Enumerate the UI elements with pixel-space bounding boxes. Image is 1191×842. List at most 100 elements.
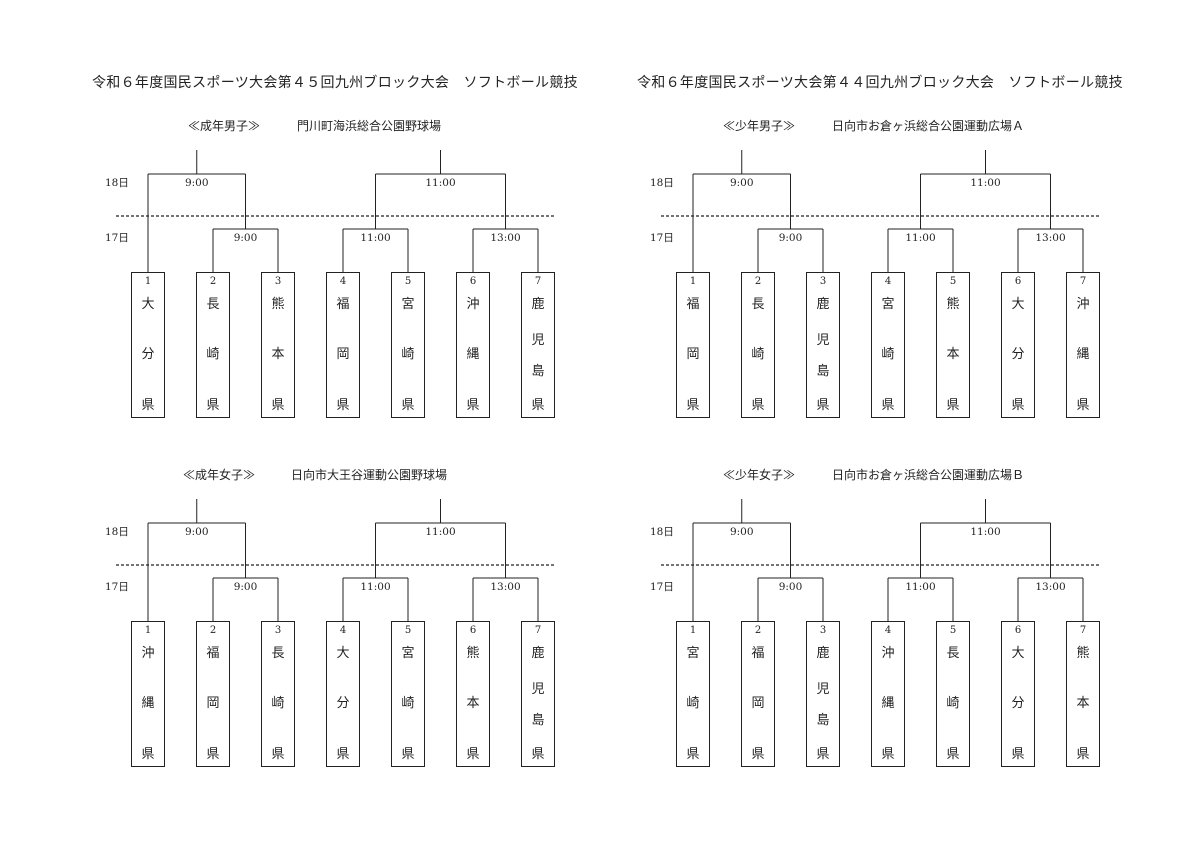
- team-name-char: 長: [946, 646, 960, 661]
- team-name-char: 県: [686, 747, 700, 762]
- seinen-danshi-r1-time-r1a: 9:00: [234, 232, 258, 244]
- shonen-joshi-r1-time-r1c: 13:00: [1035, 581, 1065, 593]
- team-name-char: 縄: [141, 696, 155, 711]
- team-name-char: 沖: [466, 297, 480, 312]
- seinen-danshi-r1-time-r1c: 13:00: [490, 232, 520, 244]
- team-name-char: 大: [336, 646, 350, 661]
- venue-seinen-joshi: 日向市大王谷運動公園野球場: [291, 468, 448, 482]
- team-seed-number: 1: [144, 625, 152, 636]
- team-name-char: 児: [816, 682, 830, 697]
- seinen-joshi-r1-time-r1b: 11:00: [360, 581, 390, 593]
- team-name-char: 沖: [881, 646, 895, 661]
- team-box-5: 5 宮崎県: [391, 621, 425, 767]
- team-name-char: 大: [1011, 297, 1025, 312]
- team-box-4: 4 福岡県: [326, 272, 360, 418]
- team-name-char: 県: [881, 398, 895, 413]
- team-name-char: 宮: [401, 297, 415, 312]
- team-seed-number: 3: [819, 276, 827, 287]
- team-seed-number: 2: [209, 276, 217, 287]
- team-seed-number: 4: [884, 276, 892, 287]
- team-name-char: 宮: [401, 646, 415, 661]
- team-name-char: 県: [946, 398, 960, 413]
- team-seed-number: 2: [754, 625, 762, 636]
- team-name-char: 崎: [401, 347, 415, 362]
- team-seed-number: 2: [754, 276, 762, 287]
- team-name-char: 福: [686, 297, 700, 312]
- team-name-char: 分: [336, 696, 350, 711]
- team-name-char: 岡: [206, 696, 220, 711]
- shonen-danshi-r1-time-r1c: 13:00: [1035, 232, 1065, 244]
- team-name-char: 県: [686, 398, 700, 413]
- team-name-char: 岡: [336, 347, 350, 362]
- team-seed-number: 5: [404, 276, 412, 287]
- team-name-char: 県: [816, 398, 830, 413]
- shonen-danshi-r1-time-r1a: 9:00: [779, 232, 803, 244]
- team-name-char: 福: [206, 646, 220, 661]
- team-name-char: 岡: [751, 696, 765, 711]
- seinen-joshi-r1-time-r1c: 13:00: [490, 581, 520, 593]
- team-name-char: 岡: [686, 347, 700, 362]
- team-name-char: 長: [206, 297, 220, 312]
- team-name-char: 分: [1011, 696, 1025, 711]
- team-name-char: 県: [946, 747, 960, 762]
- shonen-danshi-final-time: 11:00: [970, 177, 1000, 189]
- team-name-char: 鹿: [816, 297, 830, 312]
- shonen-joshi-final-time: 11:00: [970, 526, 1000, 538]
- venue-shonen-danshi: 日向市お倉ヶ浜総合公園運動広場Ａ: [832, 119, 1025, 133]
- team-seed-number: 4: [339, 625, 347, 636]
- team-name-char: 島: [531, 713, 545, 728]
- team-name-char: 県: [336, 398, 350, 413]
- seinen-danshi-day2-label: 18日: [105, 177, 129, 189]
- team-name-char: 沖: [141, 646, 155, 661]
- team-seed-number: 1: [689, 625, 697, 636]
- team-seed-number: 6: [469, 625, 477, 636]
- venue-seinen-danshi: 門川町海浜総合公園野球場: [297, 119, 442, 133]
- shonen-joshi-r1-time-r1a: 9:00: [779, 581, 803, 593]
- team-name-char: 鹿: [531, 646, 545, 661]
- seinen-danshi-r2a-time: 9:00: [185, 177, 209, 189]
- team-name-char: 県: [816, 747, 830, 762]
- team-name-char: 県: [401, 747, 415, 762]
- team-seed-number: 4: [339, 276, 347, 287]
- team-name-char: 分: [141, 347, 155, 362]
- team-name-char: 大: [141, 297, 155, 312]
- team-name-char: 熊: [946, 297, 960, 312]
- team-name-char: 分: [1011, 347, 1025, 362]
- seinen-danshi-day1-label: 17日: [105, 232, 129, 244]
- team-name-char: 県: [1076, 398, 1090, 413]
- seinen-joshi-r1-time-r1a: 9:00: [234, 581, 258, 593]
- team-name-char: 県: [206, 747, 220, 762]
- team-name-char: 熊: [466, 646, 480, 661]
- team-name-char: 県: [531, 747, 545, 762]
- team-name-char: 県: [206, 398, 220, 413]
- team-name-char: 県: [751, 398, 765, 413]
- team-name-char: 崎: [401, 696, 415, 711]
- team-seed-number: 6: [469, 276, 477, 287]
- team-name-char: 福: [336, 297, 350, 312]
- team-name-char: 縄: [466, 347, 480, 362]
- team-name-char: 本: [1076, 696, 1090, 711]
- category-shonen-joshi: ≪少年女子≫: [723, 468, 796, 482]
- team-seed-number: 7: [1079, 625, 1087, 636]
- category-seinen-joshi: ≪成年女子≫: [183, 468, 256, 482]
- team-name-char: 鹿: [531, 297, 545, 312]
- team-seed-number: 5: [404, 625, 412, 636]
- team-name-char: 県: [531, 398, 545, 413]
- team-name-char: 宮: [881, 297, 895, 312]
- team-name-char: 崎: [881, 347, 895, 362]
- seinen-joshi-r2a-time: 9:00: [185, 526, 209, 538]
- team-name-char: 県: [271, 398, 285, 413]
